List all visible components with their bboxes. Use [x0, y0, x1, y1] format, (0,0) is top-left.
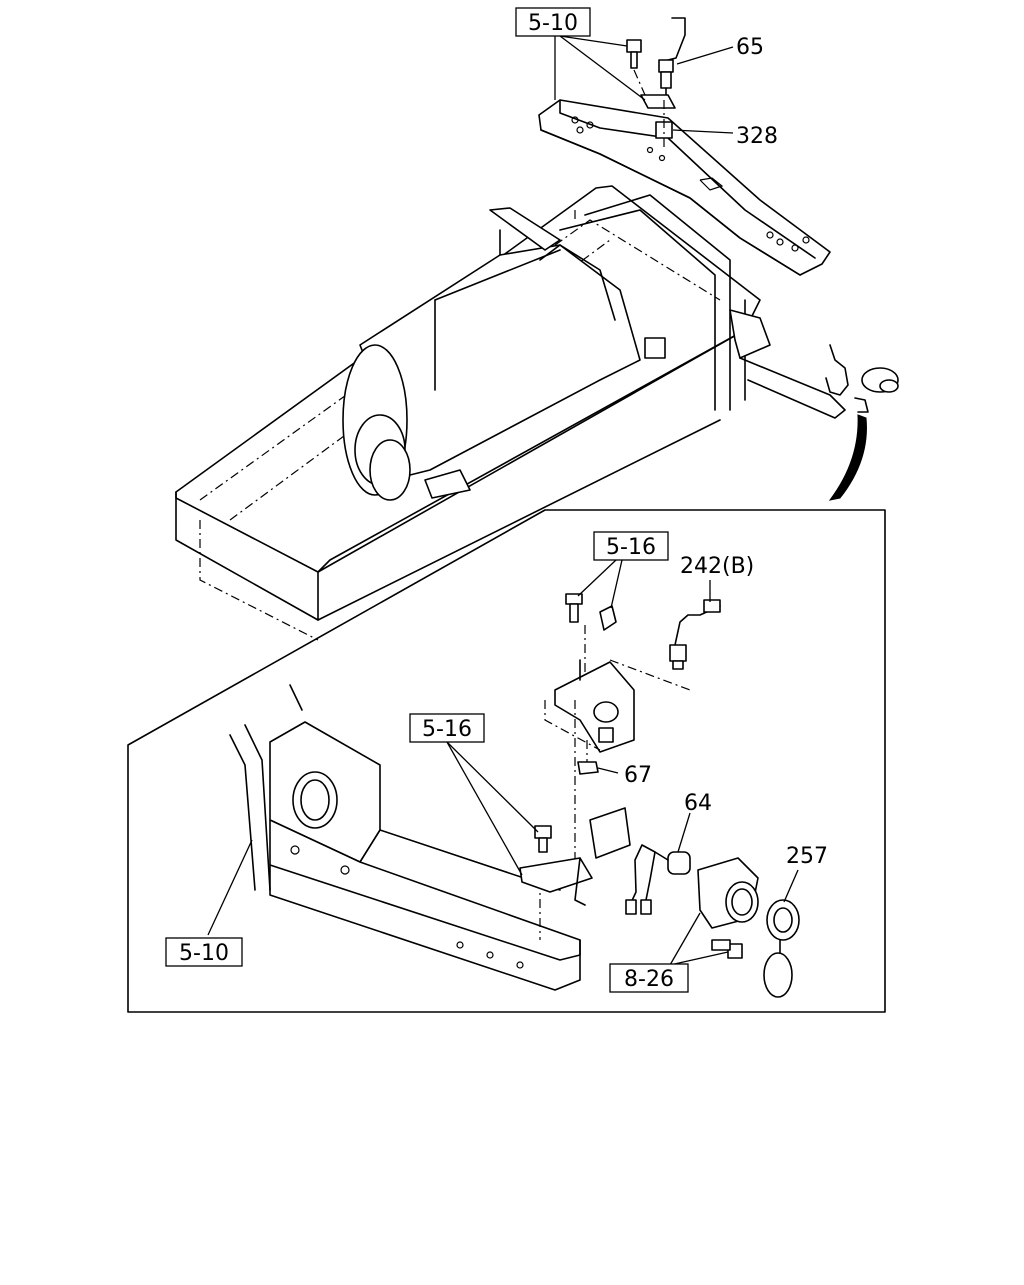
ref-8-26-label: 8-26: [624, 967, 674, 992]
ref-5-16-upper-label: 5-16: [606, 535, 656, 560]
detail-pointer: [828, 414, 867, 501]
ref-box-5-10-top: 5-10: [515, 7, 591, 37]
ref-box-5-10-bottom: 5-10: [165, 937, 243, 967]
lower-bracket: [229, 684, 581, 991]
cap-257: [763, 899, 800, 998]
leader-lines: [207, 35, 799, 966]
transmission: [342, 207, 666, 501]
socket-assembly: [697, 857, 759, 959]
part-67-label: 67: [624, 763, 652, 788]
detail-frame: [127, 509, 886, 1013]
frame-side-detail: [729, 309, 899, 419]
small-bracket: [519, 807, 631, 906]
ref-box-5-16-lower: 5-16: [409, 713, 485, 743]
ref-box-5-16-upper: 5-16: [593, 531, 669, 561]
ref-5-10-bottom-label: 5-10: [179, 941, 229, 966]
part-64-label: 64: [684, 791, 712, 816]
bracket-242b-assembly: [544, 593, 721, 753]
ref-box-8-26: 8-26: [609, 963, 689, 993]
sender-65-assembly: [626, 17, 686, 150]
ref-5-16-lower-label: 5-16: [422, 717, 472, 742]
switch-64: [625, 844, 691, 915]
ref-5-10-top-label: 5-10: [528, 11, 578, 36]
part-328-label: 328: [736, 124, 778, 149]
nut-67: [577, 740, 599, 775]
part-65-label: 65: [736, 35, 764, 60]
top-cross-member: [538, 99, 831, 276]
part-257-label: 257: [786, 844, 828, 869]
part-242b-label: 242(B): [680, 554, 754, 579]
